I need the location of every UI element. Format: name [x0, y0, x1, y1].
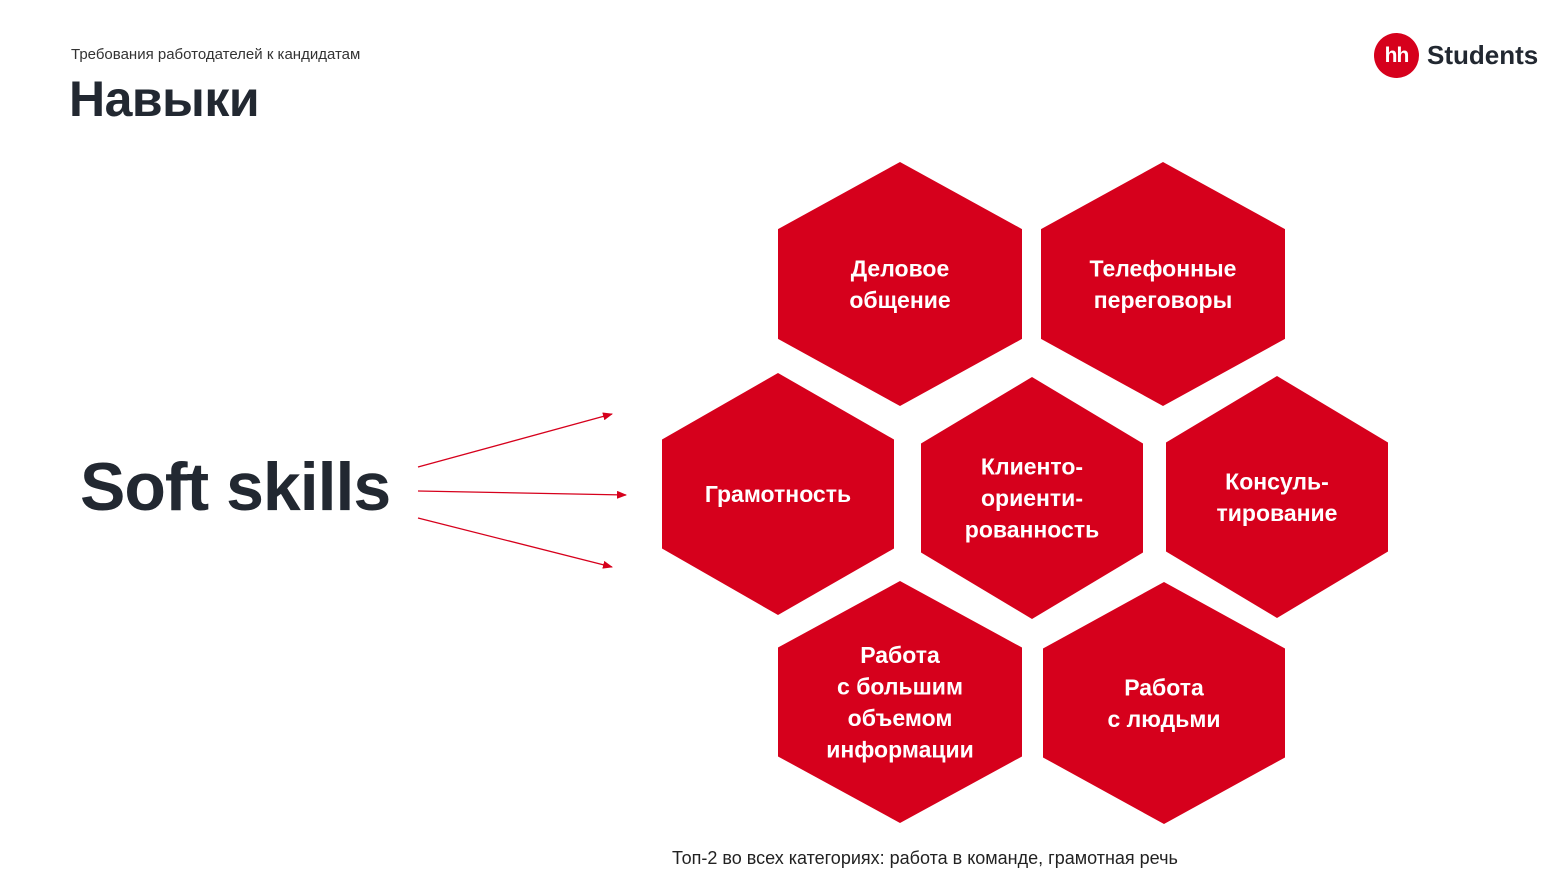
- hexagon-label: информации: [826, 736, 974, 762]
- hexagons: Деловое общение Телефонные переговорыГрамот…: [662, 162, 1388, 824]
- hexagon-konsul: Консуль-тирование: [1166, 376, 1388, 618]
- arrow-up: [417, 412, 613, 468]
- hexagon-shape: [1041, 162, 1285, 406]
- page-title: Навыки: [69, 71, 260, 127]
- hexagon-shape: [1043, 582, 1285, 824]
- hexagon-label: общение: [849, 287, 950, 313]
- hh-students-logo: hh Students: [1374, 33, 1538, 78]
- soft-skills-label: Soft skills: [80, 449, 391, 525]
- arrow-down: [417, 517, 613, 569]
- arrows: [417, 412, 627, 569]
- hexagon-label: Клиенто-: [981, 454, 1083, 480]
- hexagon-telefonnye: Телефонные переговоры: [1041, 162, 1285, 406]
- logo-text: Students: [1427, 40, 1539, 70]
- hexagon-shape: [1166, 376, 1388, 618]
- hexagon-label: Работа: [860, 642, 940, 668]
- hexagon-label: Телефонные: [1090, 255, 1237, 281]
- hexagon-label: с людьми: [1107, 706, 1220, 732]
- hexagon-label: переговоры: [1094, 287, 1232, 313]
- hexagon-gramotnost: Грамотность: [662, 373, 894, 615]
- hexagon-label: объемом: [848, 705, 953, 731]
- hexagon-label: ориенти-: [981, 485, 1083, 511]
- hexagon-label: тирование: [1217, 500, 1338, 526]
- hh-logo-icon: hh: [1374, 33, 1419, 78]
- footnote: Топ-2 во всех категориях: работа в коман…: [672, 848, 1178, 868]
- hexagon-rabota-ludi: Работа с людьми: [1043, 582, 1285, 824]
- hexagon-shape: [778, 162, 1022, 406]
- hexagon-shape: [921, 377, 1143, 619]
- hexagon-label: Грамотность: [705, 481, 851, 507]
- subtitle: Требования работодателей к кандидатам: [71, 46, 361, 63]
- hexagon-label: рованность: [965, 517, 1099, 543]
- hexagon-label: с большим: [837, 673, 963, 699]
- arrow-middle: [417, 490, 627, 499]
- hexagon-shape: [778, 581, 1022, 823]
- hexagon-kliento: Клиенто-ориенти-рованность: [921, 377, 1143, 619]
- hexagon-rabota-info: Работа с большим объемом информации: [778, 581, 1022, 823]
- hexagon-label: Работа: [1124, 674, 1204, 700]
- hexagon-label: Деловое: [851, 255, 950, 281]
- hexagon-delovoe: Деловое общение: [778, 162, 1022, 406]
- hexagon-label: Консуль-: [1225, 468, 1329, 494]
- hexagon-shape: [662, 373, 894, 615]
